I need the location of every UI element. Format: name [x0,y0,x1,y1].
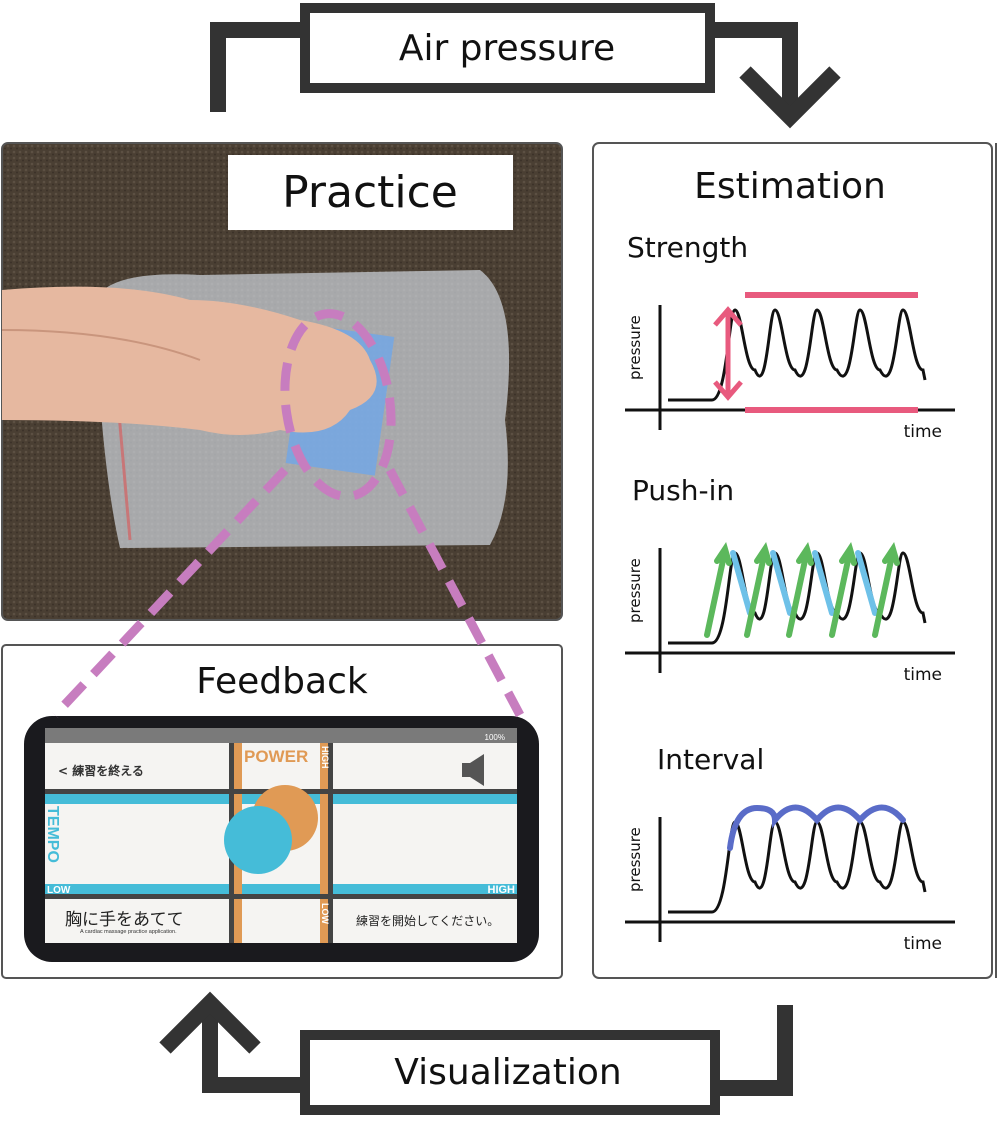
estimation-panel: Estimation [592,142,997,979]
push-in-blue-stroke [812,550,835,616]
push-in-green-stroke [872,541,900,638]
pressure-waveform [668,308,927,402]
chart-strength: Strength pressure time [625,231,955,442]
speaker-icon[interactable] [462,754,484,786]
push-in-blue-stroke [855,550,878,616]
interval-arc [727,804,906,851]
push-in-blue-stroke [730,550,753,616]
y-label: pressure [626,827,644,892]
main-instruction: 胸に手をあてて [65,910,184,930]
hands [2,286,377,435]
push-in-green-stroke [744,541,772,638]
air-pressure-arrow [210,22,841,129]
feedback-panel: Feedback 100% < 練習を終える POWER HIGH LOW TE… [1,644,563,979]
strength-range-arrow-icon [713,306,743,401]
end-practice-link[interactable]: < 練習を終える [58,763,144,778]
visualization-box [300,1030,720,1115]
chart-title: Strength [627,231,748,264]
x-label: time [904,422,942,442]
y-label: pressure [626,558,644,623]
y-label: pressure [626,315,644,380]
chart-interval: Interval pressure time [625,743,955,954]
feedback-title: Feedback [196,661,368,702]
app-subtitle: A cardiac massage practice application. [80,929,177,935]
air-pressure-label: Air pressure [399,28,615,69]
power-high: HIGH [320,746,330,769]
push-in-green-stroke [786,541,814,638]
x-label: time [904,934,942,954]
tempo-label: TEMPO [44,806,61,863]
tempo-high: HIGH [488,884,516,896]
visualization-label: Visualization [394,1052,621,1093]
practice-title: Practice [282,167,458,218]
zoom-connector [51,309,524,719]
start-instruction: 練習を開始してください。 [356,914,499,928]
power-label: POWER [244,747,308,766]
chart-title: Interval [657,743,764,776]
tempo-indicator [224,806,292,874]
push-in-green-stroke [704,541,732,638]
air-pressure-box [300,3,715,93]
x-label: time [904,665,942,685]
push-in-green-stroke [829,541,857,638]
estimation-title: Estimation [694,166,886,207]
push-in-blue-stroke [770,550,793,616]
power-low: LOW [320,903,330,924]
chart-title: Push-in [632,474,734,507]
status-battery: 100% [485,733,505,742]
visualization-arrow [159,991,793,1096]
chart-push-in: Push-in pressure time [625,474,955,685]
tempo-low: LOW [47,885,71,896]
